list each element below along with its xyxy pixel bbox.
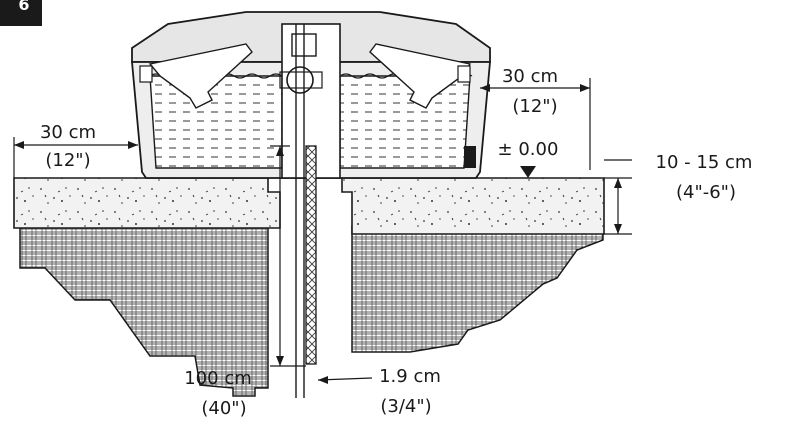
dimension-right-clearance: 30 cm (12") [480,66,591,170]
pipe-depth-metric: 100 cm [184,368,252,389]
supply-pipe [295,24,317,398]
dimension-slab-thickness: 10 - 15 cm (4"-6") [604,152,753,235]
slab-thickness-metric: 10 - 15 cm [656,152,753,173]
float-flap-right [369,43,472,109]
soil-left [19,225,269,397]
figure-badge: 6 [0,0,42,26]
pipe-insulation [305,145,317,365]
slab-thickness-imperial: (4"-6") [676,182,736,203]
pipe-depth-imperial: (40") [201,398,246,419]
water-trough-left [149,75,283,169]
right-clearance-imperial: (12") [512,96,557,117]
left-clearance-metric: 30 cm [40,122,96,143]
soil-right [351,225,604,353]
pipe-diameter-imperial: (3/4") [380,396,431,417]
drain-plug [464,146,476,168]
valve-seat [279,71,323,89]
hinge-right [457,65,471,83]
left-clearance-imperial: (12") [45,150,90,171]
dimension-pipe-diameter: 1.9 cm (3/4") [317,366,441,417]
water-trough-right [339,75,471,169]
level-value: ± 0.00 [498,139,559,160]
level-marker: ± 0.00 [498,139,559,178]
concrete-slab-right [341,177,605,235]
dimension-left-clearance: 30 cm (12") [13,122,138,178]
level-triangle-icon [520,166,536,178]
pipe-diameter-metric: 1.9 cm [379,366,441,387]
dimension-pipe-depth: 100 cm (40") [184,145,306,419]
float-flap-left [148,43,253,109]
figure-badge-number: 6 [18,0,29,14]
concrete-slab-left [13,177,281,229]
right-clearance-metric: 30 cm [502,66,558,87]
hinge-left [139,65,153,83]
valve-ball [286,66,314,94]
figure-badge-background [0,0,42,26]
waterer-unit [131,11,491,179]
